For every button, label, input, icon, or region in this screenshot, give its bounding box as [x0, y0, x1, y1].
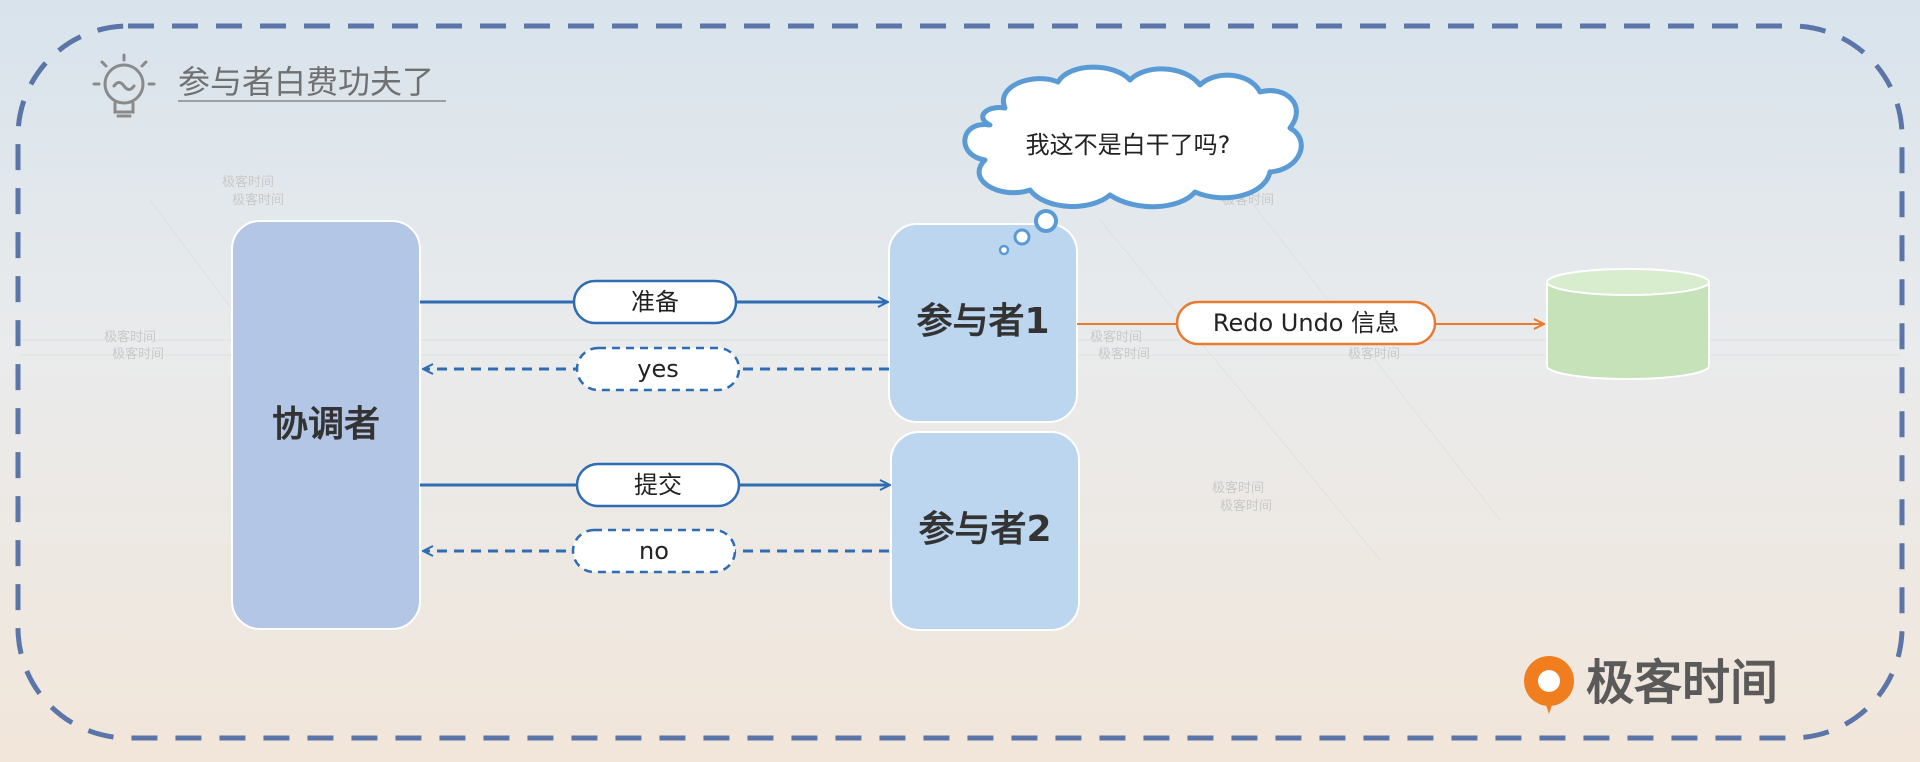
yes-label: yes	[637, 355, 678, 383]
brand-name: 极客时间	[1586, 655, 1778, 711]
database-icon	[1546, 268, 1710, 380]
participant-2-box	[890, 431, 1080, 631]
participant-2-label: 参与者2	[918, 509, 1051, 550]
no-pill	[571, 528, 737, 574]
yes-pill	[575, 346, 741, 392]
thought-bubble: 我这不是白干了吗?	[962, 64, 1304, 256]
dashed-frame	[15, 23, 1905, 741]
coordinator-label: 协调者	[272, 404, 380, 445]
coordinator-box	[231, 220, 421, 630]
lightbulb-icon	[92, 53, 156, 118]
watermark-text: 极客时间	[1090, 329, 1142, 345]
watermark-text: 极客时间	[1098, 346, 1150, 362]
watermark-text: 极客时间	[112, 346, 164, 362]
watermark-text: 极客时间	[232, 192, 284, 208]
thought-bubble-text: 我这不是白干了吗?	[1026, 131, 1231, 159]
watermarks: 极客时间 极客时间 极客时间 极客时间 极客时间 极客时间 极客时间 极客时间 …	[104, 174, 1400, 514]
redo-undo-pill	[1175, 300, 1437, 346]
participant-1-label: 参与者1	[916, 301, 1049, 342]
redo-undo-label: Redo Undo 信息	[1213, 309, 1399, 337]
prepare-label: 准备	[631, 288, 679, 316]
commit-pill	[575, 462, 741, 508]
watermark-text: 极客时间	[222, 174, 274, 190]
watermark-text: 极客时间	[1212, 480, 1264, 496]
no-label: no	[639, 537, 669, 565]
watermark-text: 极客时间	[1348, 346, 1400, 362]
commit-label: 提交	[634, 471, 682, 499]
watermark-text: 极客时间	[104, 329, 156, 345]
watermark-text: 极客时间	[1220, 498, 1272, 514]
brand-logo-icon	[1524, 656, 1574, 714]
diagram-title: 参与者白费功夫了	[178, 63, 434, 101]
prepare-pill	[572, 279, 738, 325]
